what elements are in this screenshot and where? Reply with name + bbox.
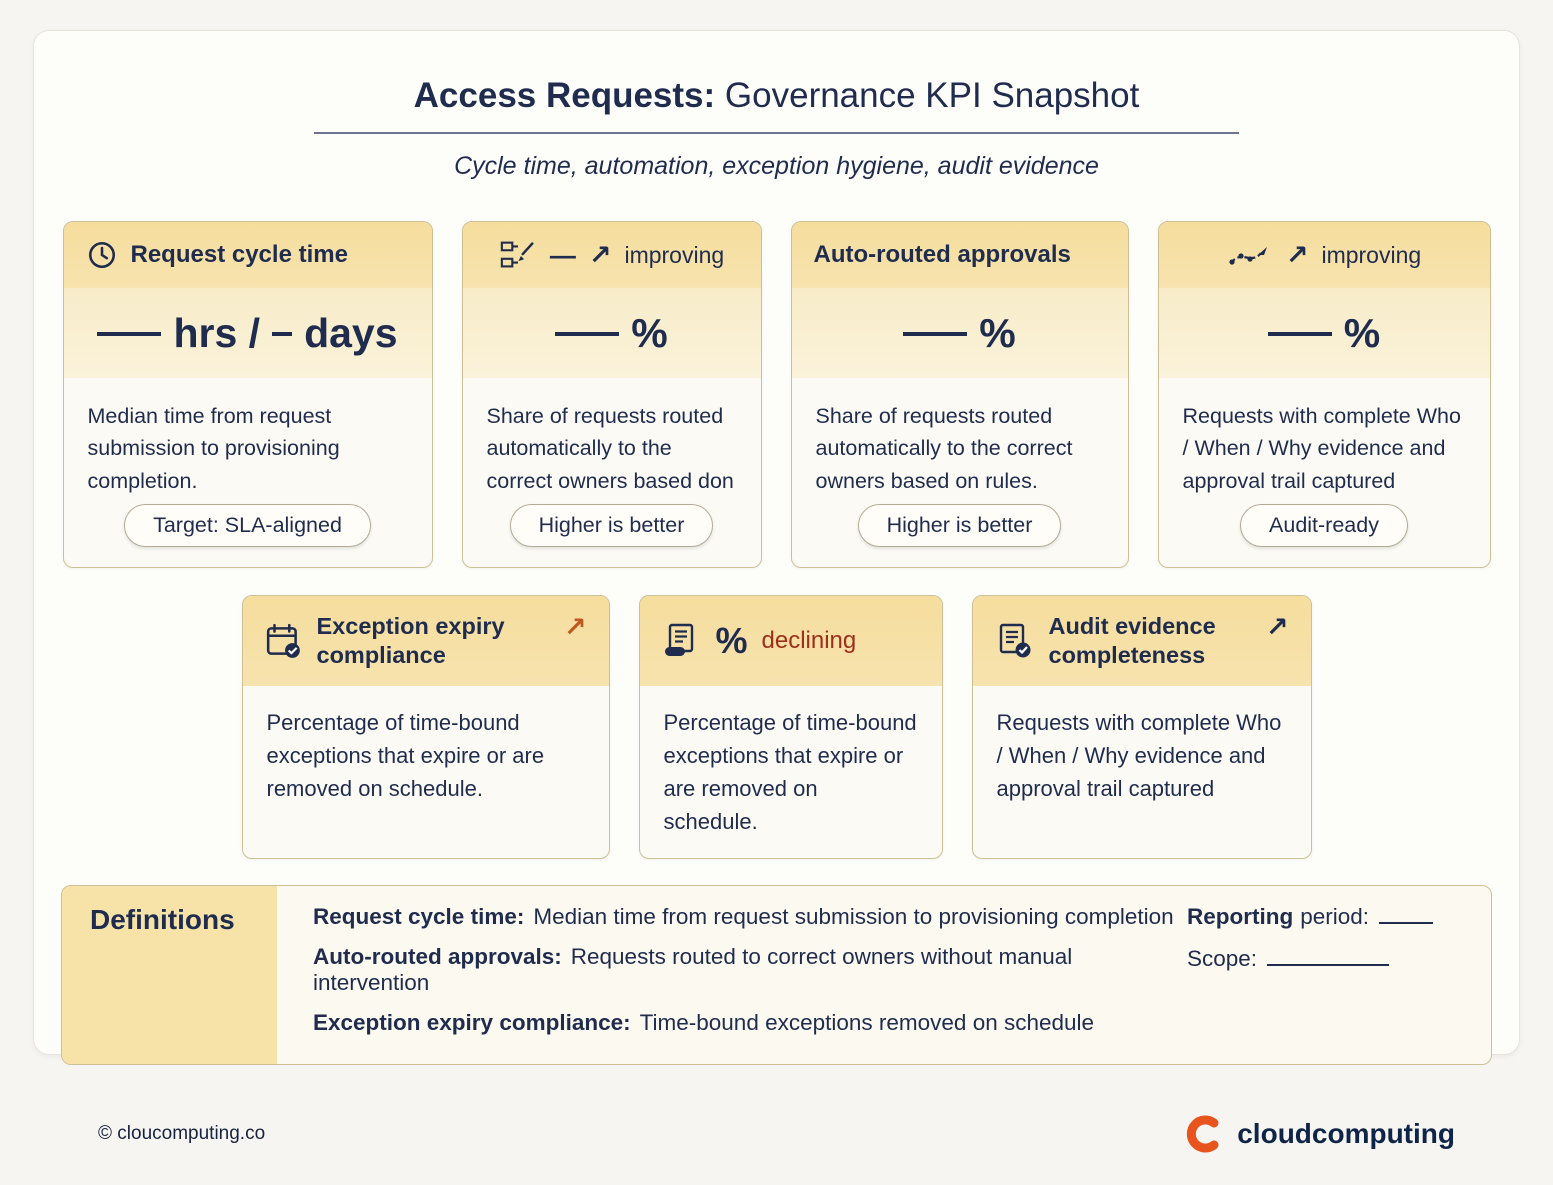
kpi-title: Auto-routed approvals — [813, 241, 1071, 268]
brand-logo-lockup: cloudcomputing — [1181, 1111, 1455, 1157]
kpi-card-routing-improving: — ↗ improving % Share of requests routed… — [461, 221, 762, 568]
value-blank — [1267, 330, 1332, 336]
definitions-content: Request cycle time: Median time from requ… — [277, 886, 1491, 1064]
kpi-card-body: Requests with complete Who / When / Why … — [1159, 378, 1490, 567]
kpi-card-request-cycle-time: Request cycle time hrs / days Median tim… — [62, 221, 433, 568]
meta-label-bold: Reporting — [1187, 904, 1294, 929]
kpi-description: Median time from request submission to p… — [87, 404, 340, 493]
document-icon — [662, 623, 702, 659]
kpi-unit: days — [304, 309, 398, 356]
kpi-title: Audit evidence completeness — [1048, 612, 1216, 668]
calendar-check-icon — [265, 623, 303, 659]
dash-icon: — — [549, 240, 576, 270]
fill-in-blank — [1267, 962, 1390, 966]
meta-label: Scope: — [1187, 946, 1258, 971]
trend-arrow-icon: ↗ — [1285, 239, 1309, 270]
page-title-rest: Governance KPI Snapshot — [715, 76, 1140, 115]
definition-item: Request cycle time: Median time from requ… — [313, 904, 1187, 930]
percent-symbol: % — [715, 620, 748, 661]
kpi-card-header: ↗ improving — [1158, 222, 1490, 288]
kpi-description: Percentage of time-bound exceptions that… — [266, 710, 545, 801]
workflow-edit-icon — [499, 239, 537, 271]
kpi-unit: % — [979, 309, 1016, 356]
definitions-list: Request cycle time: Median time from requ… — [313, 904, 1187, 1050]
page-footer: © cloucomputing.co cloudcomputing — [0, 1111, 1553, 1157]
trend-arrow-icon: ↗ — [1265, 612, 1289, 642]
title-divider — [314, 132, 1239, 134]
kpi-card-header: Auto-routed approvals — [791, 222, 1128, 288]
scope-field: Scope: — [1187, 946, 1457, 972]
definition-item: Auto-routed approvals:Requests routed to… — [313, 944, 1187, 996]
definition-term: Request cycle time: — [313, 904, 525, 929]
kpi-card-body: Median time from request submission to p… — [64, 378, 432, 567]
page-subtitle: Cycle time, automation, exception hygien… — [454, 152, 1099, 180]
kpi-card-header: Exception expiry compliance ↗ — [242, 596, 609, 686]
kpi-description: Requests with complete Who / When / Why … — [1182, 404, 1461, 493]
fill-in-blank — [1379, 920, 1434, 924]
kpi-unit: hrs / — [173, 309, 261, 356]
kpi-row-primary: Request cycle time hrs / days Median tim… — [34, 221, 1519, 568]
definition-item: Exception expiry compliance: Time-bound e… — [313, 1010, 1187, 1036]
definitions-title: Definitions — [62, 886, 277, 1064]
trend-label: improving — [1321, 241, 1422, 268]
kpi-card-body: Share of requests routed automatically t… — [792, 378, 1128, 567]
trend-label: improving — [624, 241, 725, 268]
page-title-bold: Access Requests: — [413, 76, 716, 115]
definition-term: Auto-routed approvals: — [313, 944, 562, 969]
definition-term: Exception expiry compliance: — [313, 1010, 631, 1035]
cloudcomputing-logo-icon — [1181, 1111, 1227, 1157]
definition-text: Requests routed to correct owners withou… — [313, 944, 1073, 995]
kpi-value: % — [1158, 288, 1490, 378]
kpi-description: Share of requests routed automatically t… — [815, 404, 1073, 493]
kpi-card-percent-declining: % declining Percentage of time-bound exc… — [638, 595, 943, 859]
kpi-card-auto-routed-approvals: Auto-routed approvals % Share of request… — [790, 221, 1129, 568]
trend-label: declining — [761, 627, 857, 654]
kpi-card-header: % declining — [639, 596, 942, 686]
value-blank — [272, 330, 293, 336]
scatter-trend-icon — [1227, 240, 1273, 270]
kpi-title: Request cycle time — [130, 241, 348, 268]
meta-label: period: — [1300, 904, 1370, 929]
trend-arrow-icon: ↗ — [588, 239, 612, 270]
kpi-description: Requests with complete Who / When / Why … — [996, 710, 1282, 801]
infographic-sheet: Access Requests: Governance KPI Snapshot… — [33, 30, 1520, 1065]
kpi-value: % — [791, 288, 1128, 378]
kpi-pill: Audit-ready — [1240, 504, 1408, 547]
kpi-card-audit-evidence: Audit evidence completeness ↗ Requests w… — [971, 595, 1312, 859]
definition-text: Median time from request submission to p… — [533, 904, 1174, 929]
brand-name: cloudcomputing — [1237, 1118, 1455, 1149]
definitions-panel: Definitions Request cycle time: Median ti… — [61, 885, 1492, 1065]
kpi-card-evidence-improving: ↗ improving % Requests with complete Who… — [1157, 221, 1491, 568]
copyright-text: © cloucomputing.co — [98, 1123, 266, 1144]
kpi-pill: Higher is better — [857, 504, 1062, 547]
kpi-unit: % — [631, 309, 668, 356]
kpi-description: Share of requests routed automatically t… — [486, 404, 734, 493]
kpi-card-body: Share of requests routed automatically t… — [463, 378, 761, 567]
clock-icon — [86, 239, 118, 271]
kpi-row-secondary: Exception expiry compliance ↗ Percentage… — [34, 595, 1519, 859]
kpi-pill: Target: SLA-aligned — [124, 504, 371, 547]
kpi-card-header: Request cycle time — [63, 222, 432, 288]
trend-arrow-icon: ↗ — [563, 612, 587, 642]
document-check-icon — [995, 623, 1035, 659]
kpi-description: Percentage of time-bound exceptions that… — [663, 710, 917, 834]
value-blank — [903, 330, 968, 336]
page-title: Access Requests: Governance KPI Snapshot — [34, 76, 1519, 116]
value-blank — [97, 330, 162, 336]
kpi-value: % — [462, 288, 761, 378]
definition-text: Time-bound exceptions removed on schedul… — [639, 1010, 1095, 1035]
kpi-pill: Higher is better — [509, 504, 714, 547]
kpi-title: Exception expiry compliance — [316, 612, 505, 668]
kpi-card-header: — ↗ improving — [462, 222, 761, 288]
kpi-card-header: Audit evidence completeness ↗ — [972, 596, 1311, 686]
kpi-unit: % — [1343, 309, 1381, 356]
kpi-value: hrs / days — [63, 288, 432, 378]
kpi-card-exception-expiry: Exception expiry compliance ↗ Percentage… — [241, 595, 610, 859]
value-blank — [555, 330, 620, 336]
